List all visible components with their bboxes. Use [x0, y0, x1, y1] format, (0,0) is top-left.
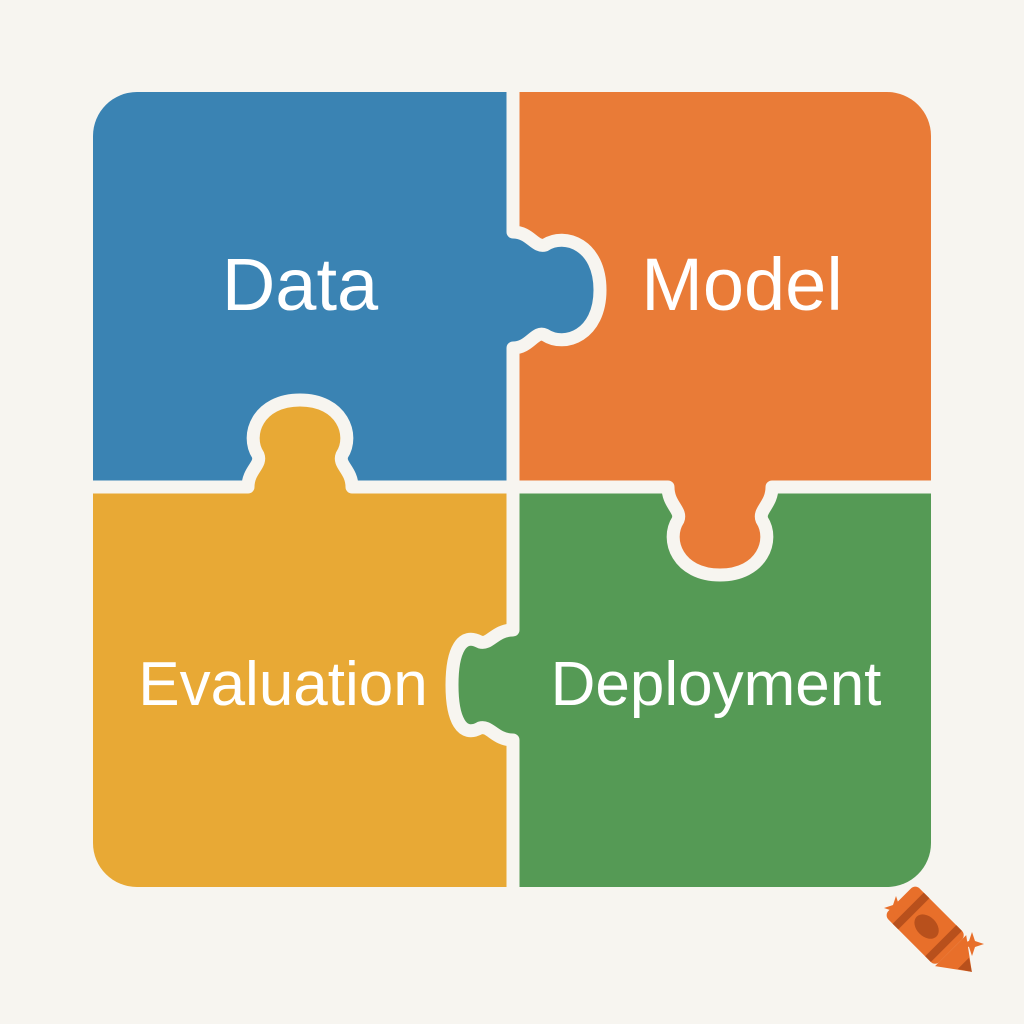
cut-horizontal-left [86, 393, 520, 494]
cut-vertical-top [506, 85, 607, 494]
deployment-label: Deployment [551, 650, 882, 719]
evaluation-tab [248, 400, 352, 495]
data-label: Data [222, 243, 379, 326]
deployment-tab [452, 630, 520, 740]
model-label: Model [641, 243, 843, 326]
sparkle-icon [960, 932, 984, 956]
cut-vertical-bottom [445, 480, 520, 894]
crayon-icon [886, 886, 972, 972]
data-tab [505, 232, 600, 348]
cut-horizontal-right [506, 480, 938, 582]
model-tab [668, 480, 772, 575]
evaluation-label: Evaluation [138, 650, 428, 719]
sparkle-icon [884, 896, 908, 920]
evaluation-piece [93, 487, 513, 887]
